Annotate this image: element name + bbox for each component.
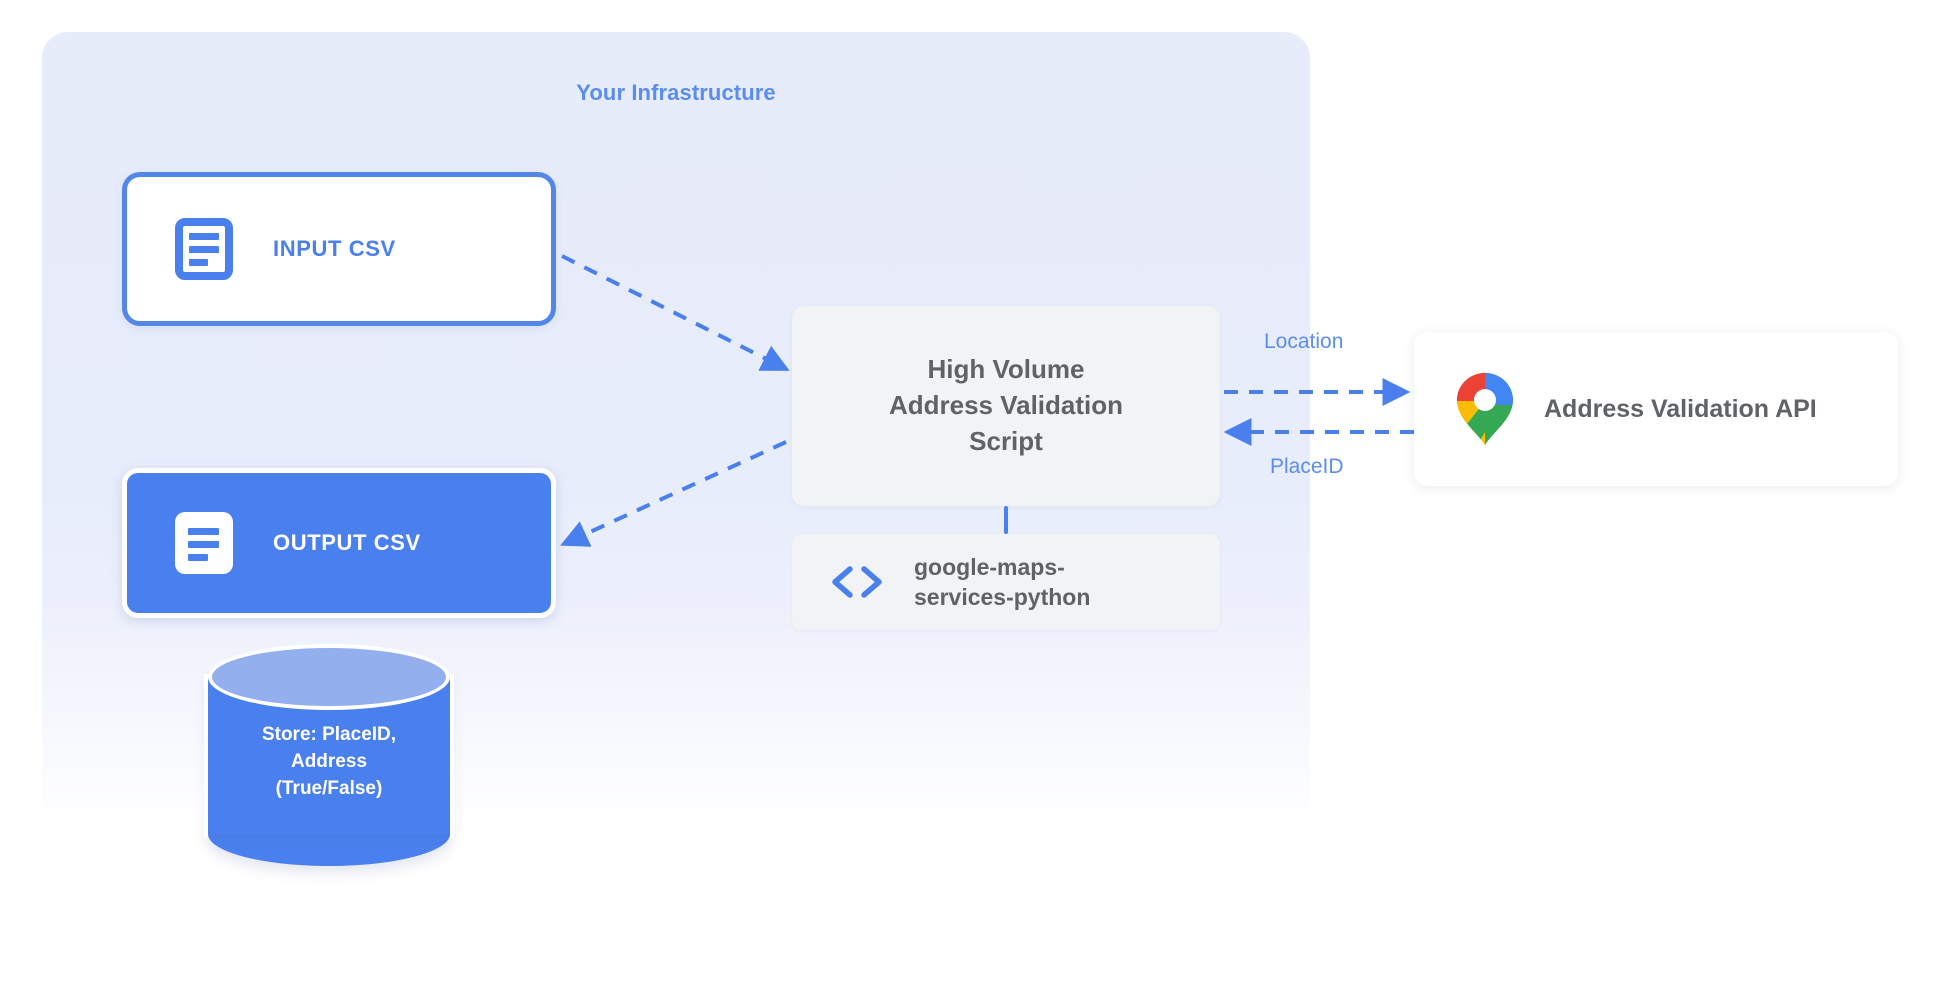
database-line-2: Address: [290, 750, 368, 772]
script-line-2: Address Validation: [888, 390, 1124, 421]
library-label: google-maps- services-python: [914, 552, 1090, 613]
edge-label-location: Location: [1264, 330, 1344, 353]
node-google-maps-services-python[interactable]: google-maps- services-python: [792, 534, 1220, 630]
script-line-1: High Volume: [927, 354, 1085, 385]
script-title: High Volume Address Validation Script: [871, 352, 1141, 460]
database-label: Store: PlaceID, Address (True/False): [208, 722, 450, 803]
library-line-2: services-python: [914, 584, 1091, 610]
node-input-csv[interactable]: INPUT CSV: [122, 172, 556, 326]
panel-title: Your Infrastructure: [576, 80, 776, 105]
edge-label-placeid: PlaceID: [1270, 455, 1344, 478]
database-line-3: (True/False): [275, 777, 383, 799]
node-output-csv[interactable]: OUTPUT CSV: [122, 468, 556, 618]
script-library-connector: [1004, 506, 1008, 534]
node-address-validation-api[interactable]: Address Validation API: [1414, 332, 1898, 486]
node-database-store[interactable]: Store: PlaceID, Address (True/False): [204, 644, 454, 866]
database-top: [208, 644, 450, 710]
library-line-1: google-maps-: [914, 553, 1065, 580]
document-icon: [175, 512, 233, 574]
document-icon: [175, 218, 233, 280]
input-csv-label: INPUT CSV: [273, 236, 396, 261]
node-validation-script[interactable]: High Volume Address Validation Script: [792, 306, 1220, 506]
script-line-3: Script: [969, 425, 1043, 456]
output-csv-label: OUTPUT CSV: [273, 530, 421, 555]
code-brackets-icon: [828, 562, 886, 602]
api-label: Address Validation API: [1544, 394, 1817, 423]
google-maps-pin-icon: [1454, 371, 1516, 447]
database-line-1: Store: PlaceID,: [261, 724, 397, 745]
